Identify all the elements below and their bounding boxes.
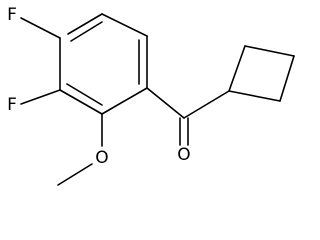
bond-ring-to-carbonyl <box>146 87 185 119</box>
ring-double-bond-top <box>70 21 103 42</box>
ring-bond-bottom-left <box>59 89 103 115</box>
cyclobutane-bond-bottom <box>228 90 281 102</box>
ring-bond-top-right <box>101 13 148 37</box>
ring-bond-top <box>67 13 103 35</box>
ring-double-bond-bottom <box>66 83 103 106</box>
bond-carbonyl-to-cyclobutyl <box>183 90 230 119</box>
methoxy-oxygen-label: O <box>95 148 108 168</box>
fluorine-upper-label: F <box>7 5 17 25</box>
molecule-structure: F F O O <box>7 5 295 186</box>
carbonyl-oxygen-label: O <box>177 145 190 165</box>
cyclobutane-bond-left <box>228 45 246 92</box>
cyclobutane-bond-top <box>244 45 295 57</box>
bond-f-upper <box>20 17 61 39</box>
bond-methoxy-o-to-methyl <box>57 163 93 186</box>
cyclobutane-bond-right <box>279 55 295 102</box>
fluorine-lower-label: F <box>7 95 17 115</box>
bond-f-lower <box>20 89 61 105</box>
ring-bond-bottom-right <box>101 87 148 115</box>
